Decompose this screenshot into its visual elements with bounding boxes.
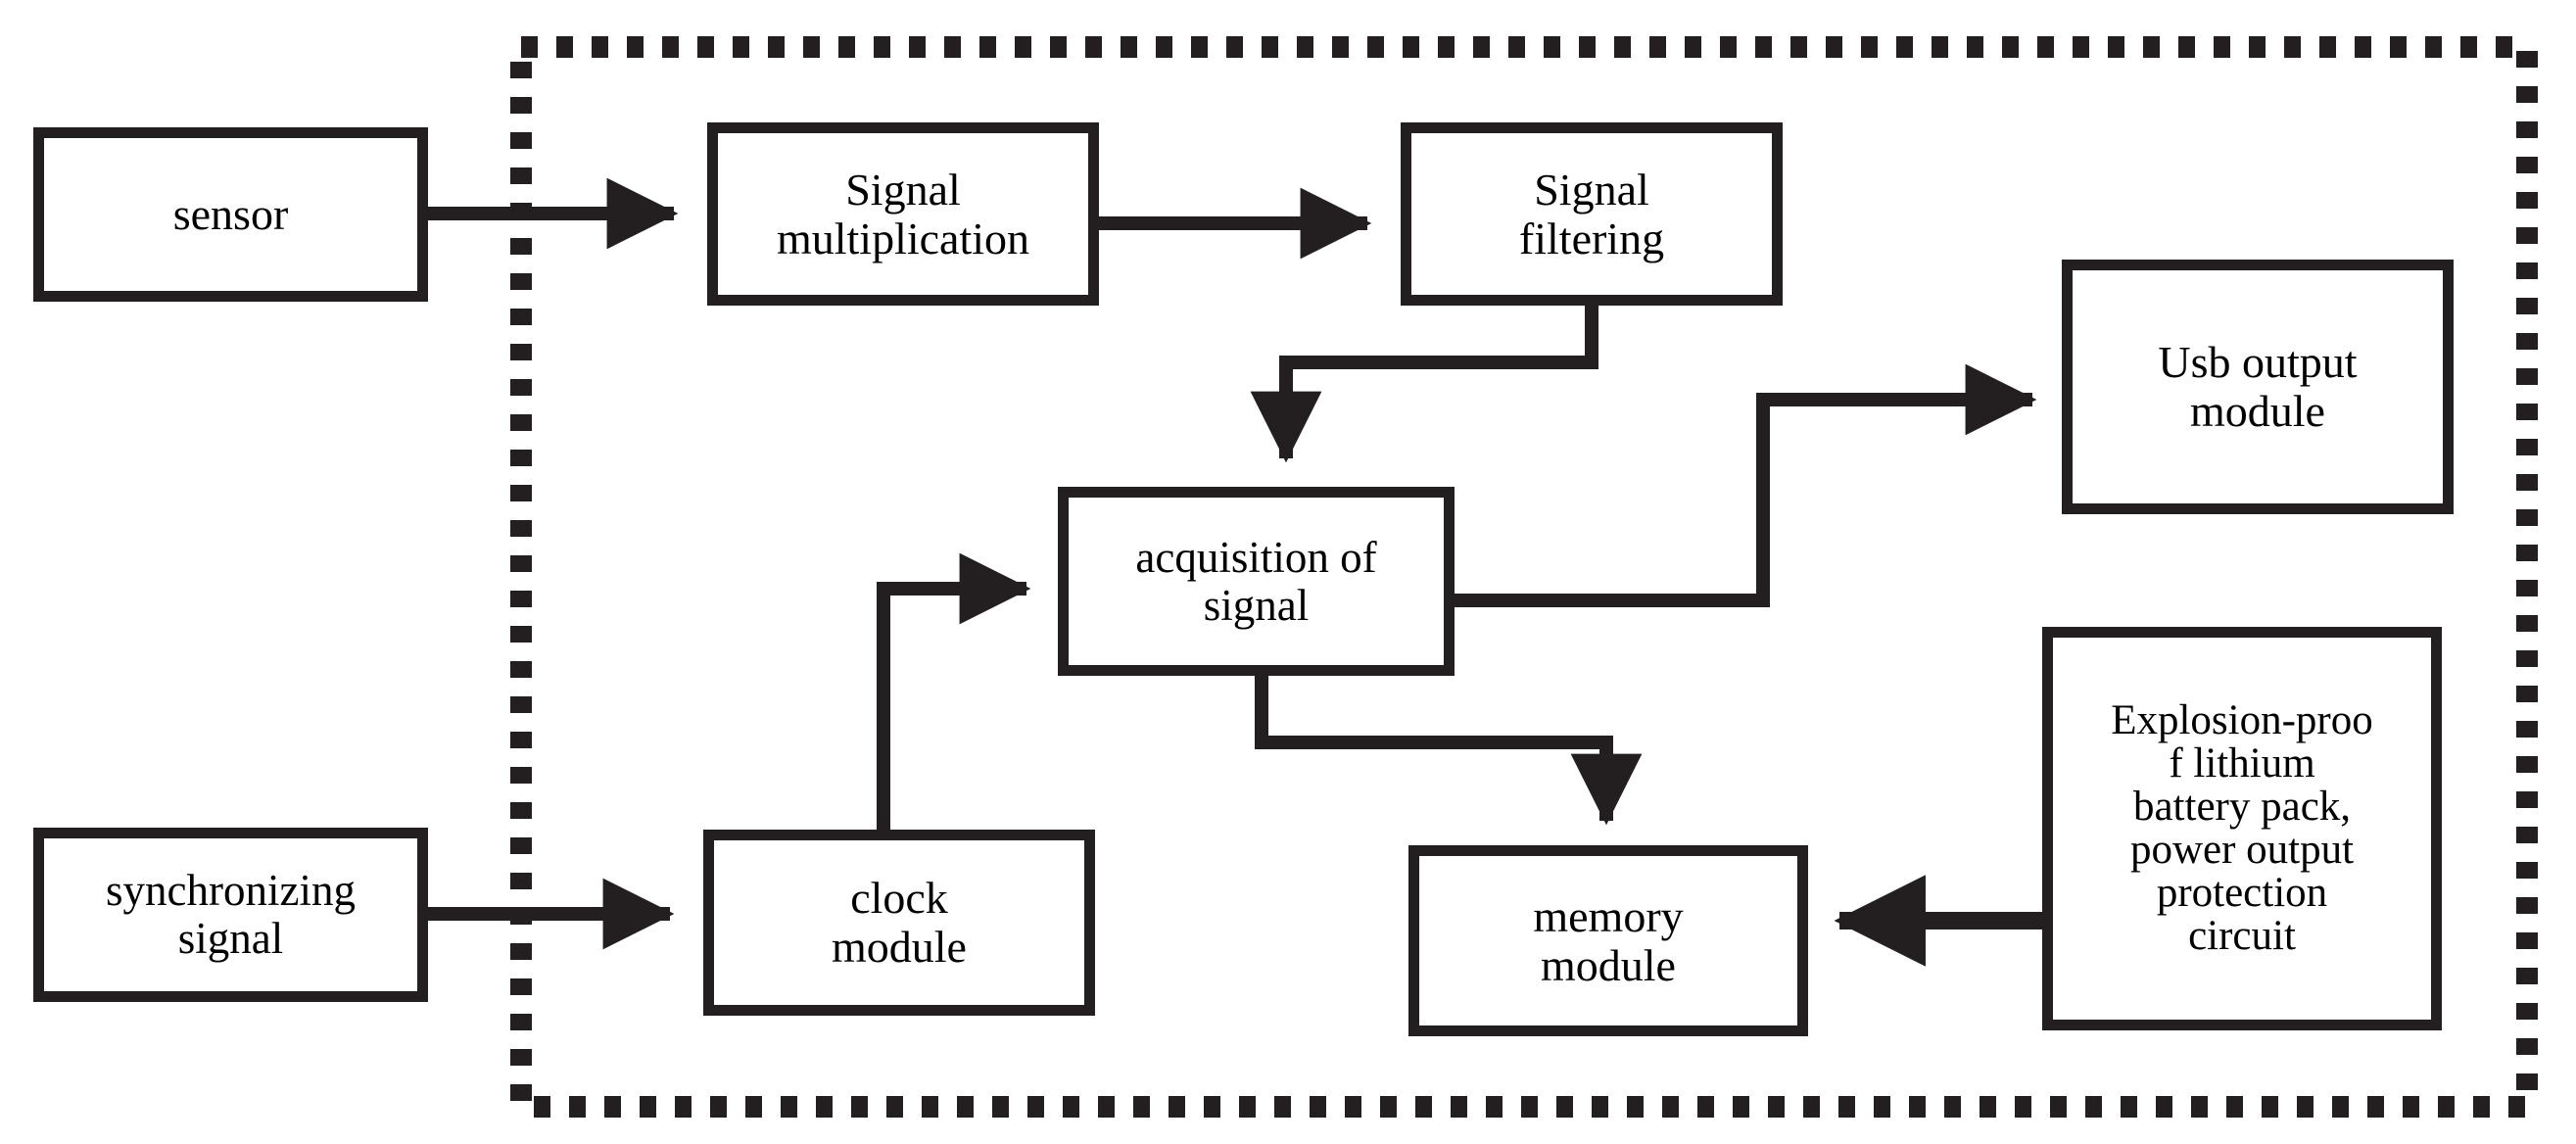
node-signal-filtering[interactable]: Signal filtering — [1401, 122, 1783, 306]
node-acquisition-of-signal-label: acquisition of signal — [1135, 532, 1377, 630]
node-battery-pack[interactable]: Explosion-proo f lithium battery pack, p… — [2042, 627, 2442, 1030]
node-acquisition-of-signal[interactable]: acquisition of signal — [1058, 487, 1455, 676]
node-synchronizing-signal-label: synchronizing signal — [106, 866, 356, 963]
node-clock-module[interactable]: clock module — [703, 830, 1095, 1016]
edge-clock-module-to-acquisition — [877, 552, 1031, 830]
node-usb-output-module[interactable]: Usb output module — [2062, 260, 2454, 514]
node-signal-multiplication-label: Signal multiplication — [776, 164, 1030, 263]
node-sensor[interactable]: sensor — [33, 127, 428, 302]
edge-acquisition-to-memory-module — [1255, 676, 1643, 826]
dashed-enclosure — [510, 36, 2538, 1118]
node-memory-module-label: memory module — [1533, 890, 1684, 990]
node-memory-module[interactable]: memory module — [1408, 845, 1808, 1036]
node-synchronizing-signal[interactable]: synchronizing signal — [33, 828, 428, 1002]
node-usb-output-module-label: Usb output module — [2158, 337, 2358, 436]
node-battery-pack-label: Explosion-proo f lithium battery pack, p… — [2111, 697, 2373, 959]
node-sensor-label: sensor — [172, 189, 289, 240]
node-signal-multiplication[interactable]: Signal multiplication — [707, 122, 1099, 306]
node-signal-filtering-label: Signal filtering — [1518, 164, 1665, 263]
edge-acquisition-to-usb-output — [1455, 363, 2037, 607]
node-clock-module-label: clock module — [832, 873, 967, 972]
edge-signal-filtering-to-acquisition — [1250, 306, 1598, 463]
